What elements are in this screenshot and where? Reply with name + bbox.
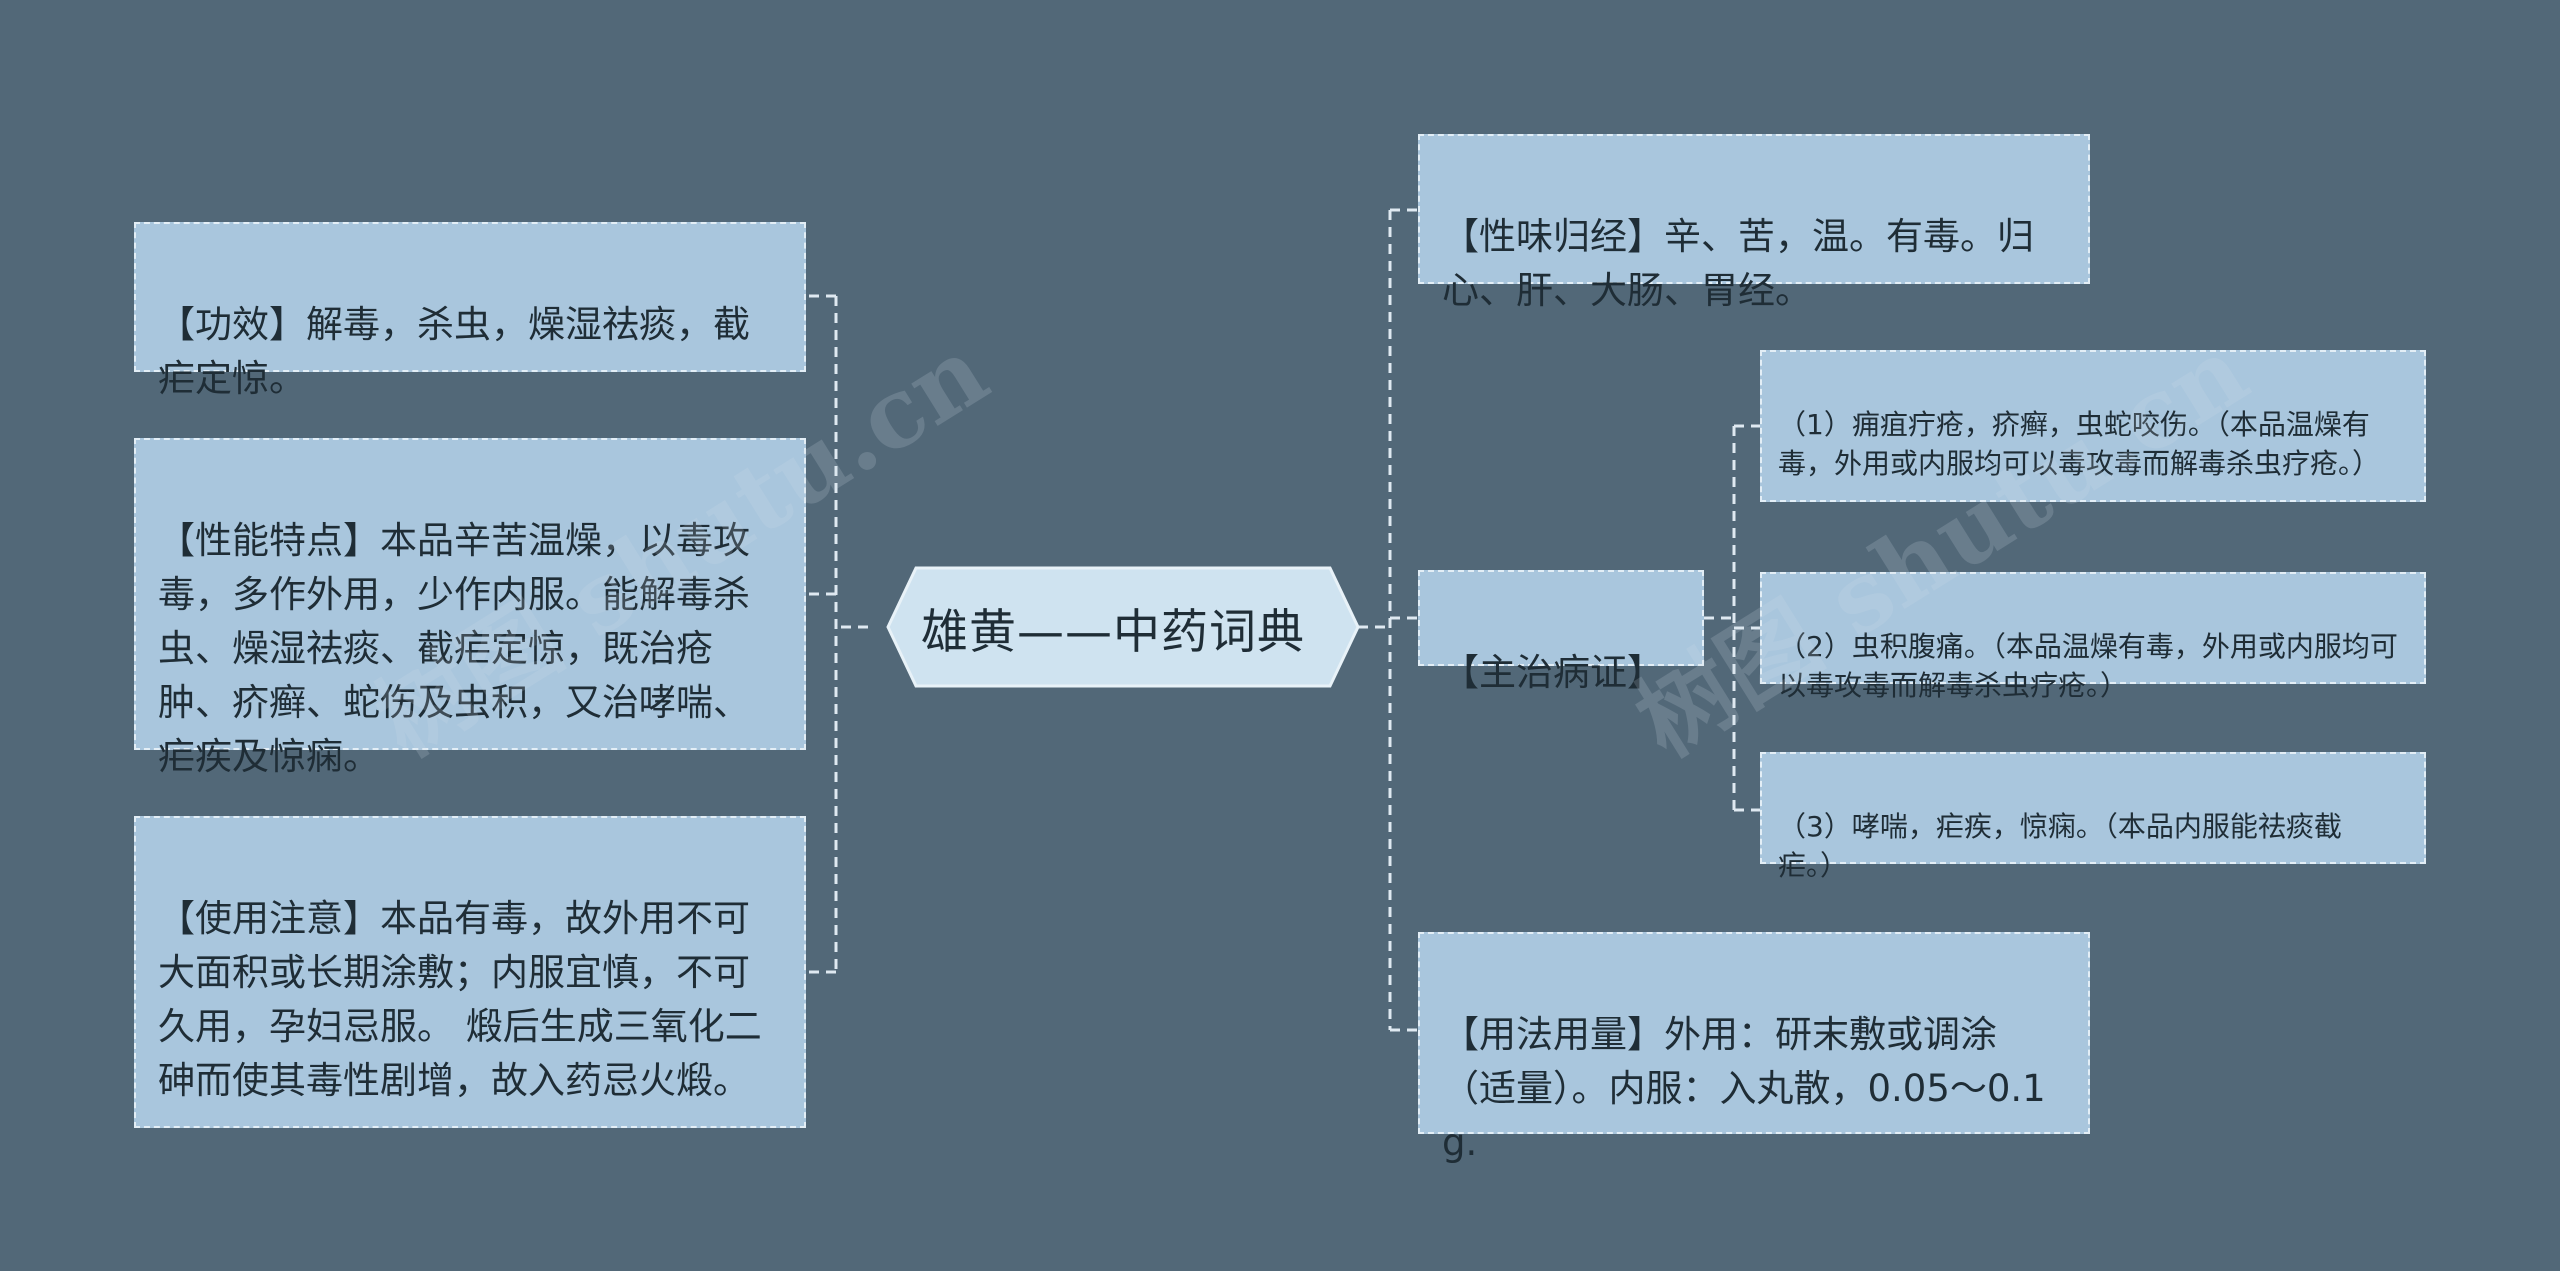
root-node-shape bbox=[886, 566, 1360, 688]
node-gongxiao[interactable]: 【功效】解毒，杀虫，燥湿祛痰，截疟定惊。 bbox=[134, 222, 806, 400]
node-gongxiao-text: 【功效】解毒，杀虫，燥湿祛痰，截疟定惊。 bbox=[158, 303, 750, 400]
node-zhuyi-text: 【使用注意】本品有毒，故外用不可大面积或长期涂敷；内服宜慎，不可久用，孕妇忌服。… bbox=[158, 897, 762, 1102]
node-xingwei-text: 【性味归经】辛、苦，温。有毒。归心、肝、大肠、胃经。 bbox=[1442, 215, 2034, 312]
node-zhuzhi-item-2[interactable]: （2）虫积腹痛。（本品温燥有毒，外用或内服均可以毒攻毒而解毒杀虫疗疮。） bbox=[1760, 572, 2426, 702]
node-xingneng-text: 【性能特点】本品辛苦温燥，以毒攻毒，多作外用，少作内服。能解毒杀虫、燥湿祛痰、截… bbox=[158, 519, 750, 778]
node-zhuzhi-item-3-text: （3）哮喘，疟疾，惊痫。（本品内服能祛痰截疟。） bbox=[1778, 810, 2342, 882]
node-xingwei[interactable]: 【性味归经】辛、苦，温。有毒。归心、肝、大肠、胃经。 bbox=[1418, 134, 2090, 312]
node-zhuyi[interactable]: 【使用注意】本品有毒，故外用不可大面积或长期涂敷；内服宜慎，不可久用，孕妇忌服。… bbox=[134, 816, 806, 1128]
node-zhuzhi-text: 【主治病证】 bbox=[1442, 651, 1664, 694]
node-zhuzhi[interactable]: 【主治病证】 bbox=[1418, 570, 1704, 694]
node-zhuzhi-item-3[interactable]: （3）哮喘，疟疾，惊痫。（本品内服能祛痰截疟。） bbox=[1760, 752, 2426, 882]
node-zhuzhi-item-1-text: （1）痈疽疔疮，疥癣，虫蛇咬伤。（本品温燥有毒，外用或内服均可以毒攻毒而解毒杀虫… bbox=[1778, 408, 2381, 480]
node-xingneng[interactable]: 【性能特点】本品辛苦温燥，以毒攻毒，多作外用，少作内服。能解毒杀虫、燥湿祛痰、截… bbox=[134, 438, 806, 778]
node-zhuzhi-item-1[interactable]: （1）痈疽疔疮，疥癣，虫蛇咬伤。（本品温燥有毒，外用或内服均可以毒攻毒而解毒杀虫… bbox=[1760, 350, 2426, 502]
node-yongfa[interactable]: 【用法用量】外用：研末敷或调涂（适量）。内服：入丸散，0.05～0.1g. bbox=[1418, 932, 2090, 1164]
node-yongfa-text: 【用法用量】外用：研末敷或调涂（适量）。内服：入丸散，0.05～0.1g. bbox=[1442, 1013, 2046, 1164]
node-zhuzhi-item-2-text: （2）虫积腹痛。（本品温燥有毒，外用或内服均可以毒攻毒而解毒杀虫疗疮。） bbox=[1778, 630, 2398, 702]
root-node-title[interactable]: 雄黄——中药词典 bbox=[921, 604, 1305, 660]
